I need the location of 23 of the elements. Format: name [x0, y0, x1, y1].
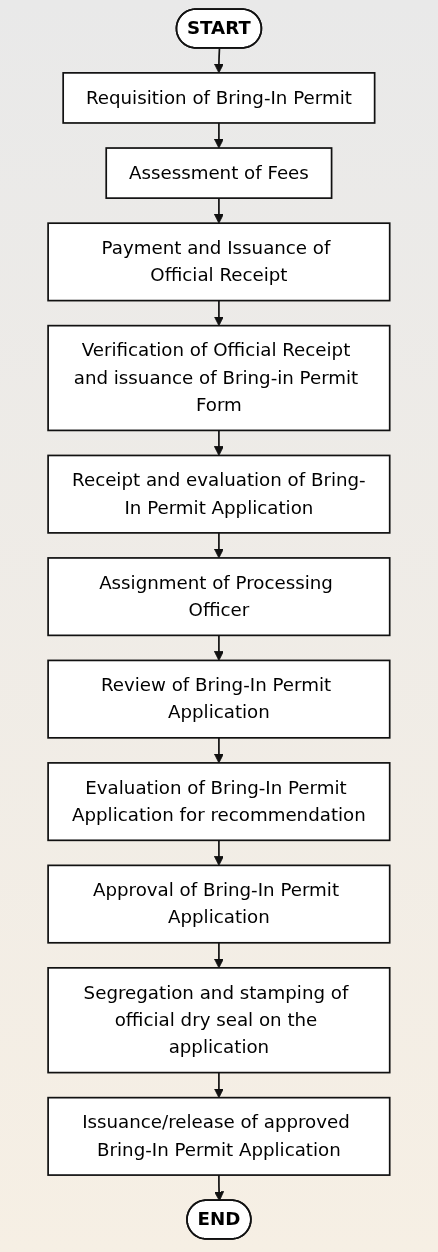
arrow: [214, 634, 224, 661]
arrow: [214, 197, 224, 224]
node-box: Receipt and evaluation of Bring-In Permit Application: [47, 454, 391, 534]
arrow: [214, 839, 224, 866]
arrow: [214, 299, 224, 327]
node-box: Review of Bring-In Permit Application: [47, 659, 391, 739]
arrow: [214, 47, 224, 74]
arrow: [214, 941, 224, 969]
node-box: Requisition of Bring-In Permit: [62, 72, 376, 124]
node-box: Evaluation of Bring-In Permit Application for recommendation: [47, 762, 391, 842]
node-box: Issuance/release of approved Bring-In Permit Application: [47, 1096, 391, 1176]
node-box: Approval of Bring-In Permit Application: [47, 864, 391, 944]
arrow: [214, 429, 224, 456]
arrow: [214, 532, 224, 559]
node-box: Assessment of Fees: [105, 147, 333, 199]
node-box: Payment and Issuance of Official Receipt: [47, 222, 391, 302]
arrow: [214, 737, 224, 764]
node-box: Assignment of Processing Officer: [47, 557, 391, 637]
arrow: [214, 1174, 225, 1202]
node-box: Segregation and stamping of official dry seal on the application: [47, 967, 391, 1074]
arrow: [214, 122, 224, 149]
arrow: [214, 1071, 224, 1099]
node-box: Verification of Official Receipt and issuance of Bring-in Permit Form: [47, 324, 391, 432]
